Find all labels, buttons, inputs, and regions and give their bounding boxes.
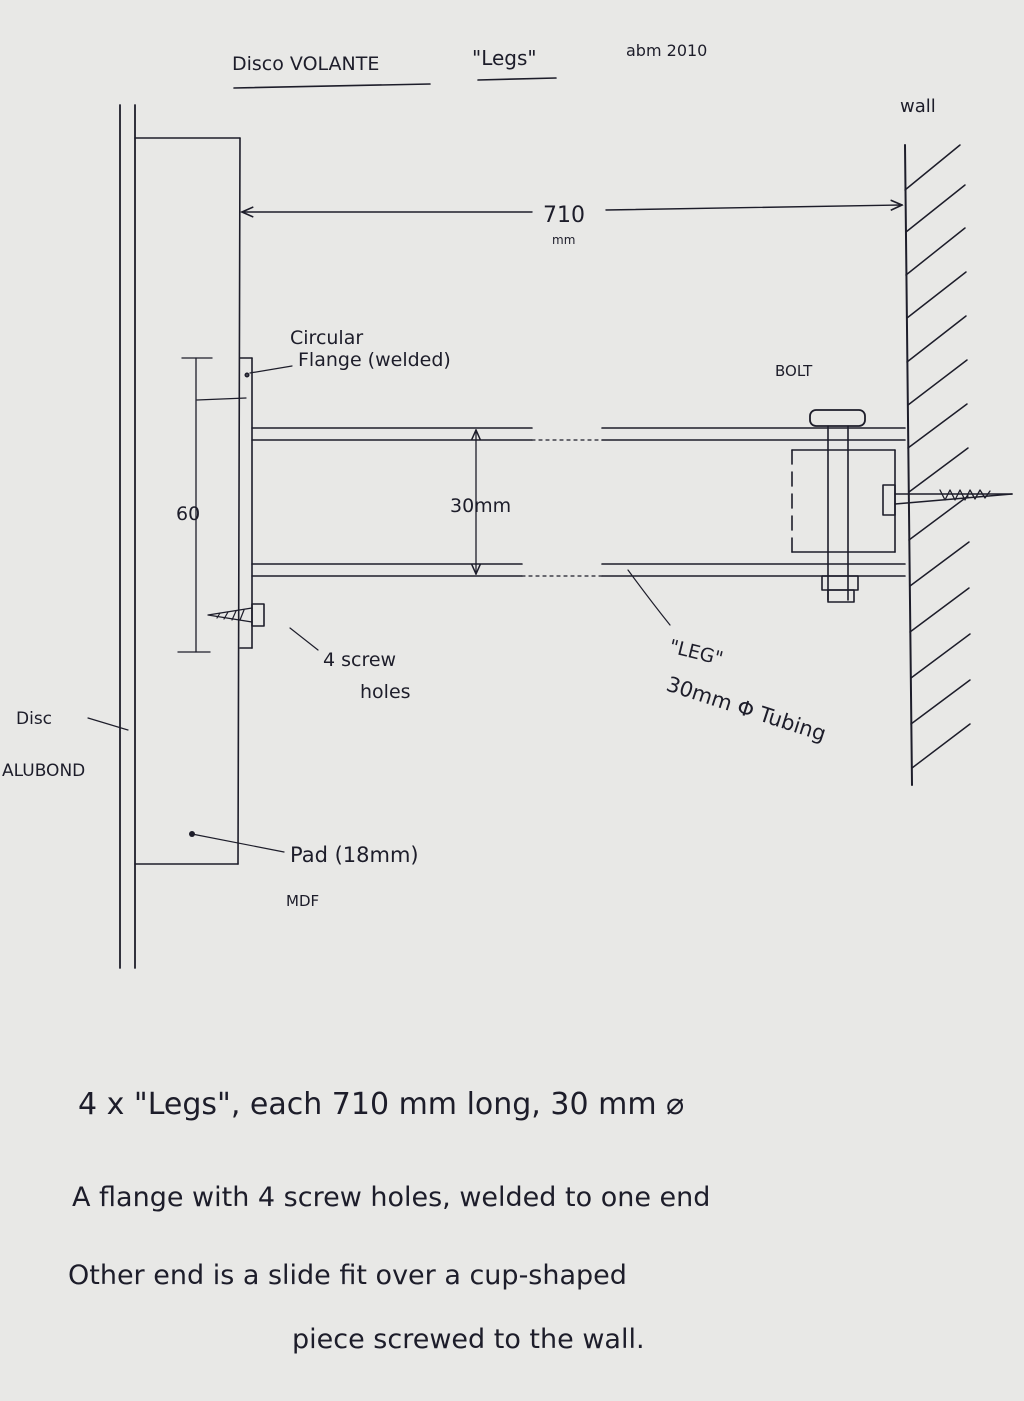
screw-holes-label-line2: holes <box>360 681 411 703</box>
dimension-710-unit: mm <box>552 233 575 247</box>
pad-leader <box>191 833 285 853</box>
note-line-4: piece screwed to the wall. <box>292 1324 645 1355</box>
dimension-30-value: 30mm <box>450 495 511 517</box>
disc-panel <box>119 104 136 969</box>
dimension-710-value: 710 <box>543 203 585 228</box>
drawing-subtitle: "Legs" <box>472 46 537 70</box>
disc-leader <box>87 717 129 731</box>
wall-cup <box>791 449 896 553</box>
dimension-710 <box>242 205 902 212</box>
dimension-60 <box>177 357 247 653</box>
bolt-label: BOLT <box>775 362 813 380</box>
note-line-3: Other end is a slide fit over a cup-shap… <box>68 1260 627 1291</box>
pad-label-line2: MDF <box>286 892 319 910</box>
flange-leader <box>249 365 293 374</box>
note-line-1: 4 x "Legs", each 710 mm long, 30 mm ⌀ <box>78 1087 684 1122</box>
note-line-2: A flange with 4 screw holes, welded to o… <box>72 1182 710 1213</box>
header: Disco VOLANTE "Legs" abm 2010 <box>232 41 707 89</box>
leg-label-line1: "LEG" <box>667 636 725 671</box>
leg-leader <box>627 569 671 626</box>
circular-flange <box>239 357 253 649</box>
pad-label-line1: Pad (18mm) <box>290 843 419 867</box>
subtitle-underline <box>477 77 557 81</box>
title-underline <box>233 83 431 89</box>
dimension-60-value: 60 <box>176 503 200 525</box>
wall <box>904 144 971 786</box>
flange-screw <box>207 603 265 627</box>
drawing-title: Disco VOLANTE <box>232 53 379 75</box>
notes: 4 x "Legs", each 710 mm long, 30 mm ⌀ A … <box>68 1087 710 1355</box>
bolt <box>809 409 866 603</box>
flange-label-line1: Circular <box>290 327 363 349</box>
disc-label-line2: ALUBOND <box>2 761 85 781</box>
leg-label-line2: 30mm Φ Tubing <box>663 672 829 746</box>
screw-holes-label-line1: 4 screw <box>323 649 396 671</box>
wall-screw <box>894 489 1013 505</box>
mdf-pad <box>134 137 241 865</box>
wall-label: wall <box>900 96 936 117</box>
disc-label-line1: Disc <box>16 709 52 729</box>
screw-holes-leader <box>289 627 319 651</box>
drawing-author: abm 2010 <box>626 41 707 60</box>
flange-label-line2: Flange (welded) <box>298 349 451 371</box>
